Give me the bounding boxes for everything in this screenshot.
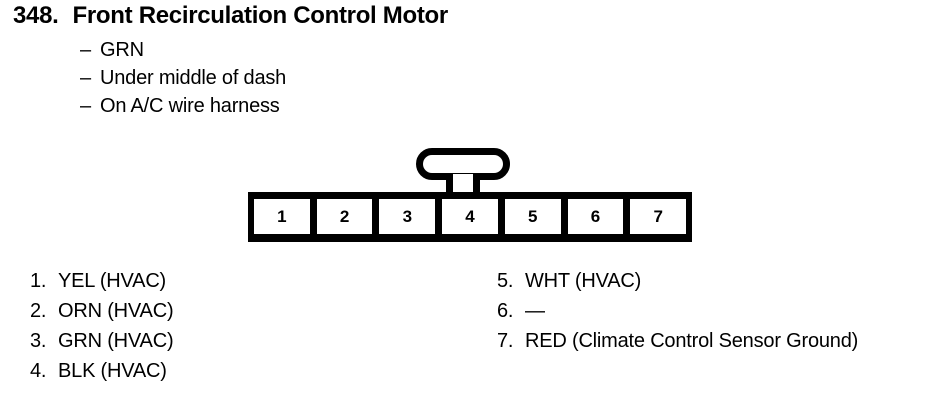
note-text: Under middle of dash bbox=[100, 67, 287, 89]
list-item: –On A/C wire harness bbox=[80, 92, 286, 120]
pin-number: 7. bbox=[497, 330, 514, 352]
connector-body: 1 2 3 4 5 6 7 bbox=[248, 192, 692, 242]
pin-number: 3. bbox=[30, 330, 47, 352]
dash-icon: – bbox=[80, 95, 91, 117]
pin-label: — bbox=[525, 300, 545, 322]
pin-label: GRN (HVAC) bbox=[58, 330, 174, 352]
connector-latch-neck-icon bbox=[446, 174, 480, 196]
pin-label: BLK (HVAC) bbox=[58, 360, 167, 382]
pin-label: RED (Climate Control Sensor Ground) bbox=[525, 330, 859, 352]
connector-cavity: 2 bbox=[316, 199, 373, 234]
pin-number: 4. bbox=[30, 360, 47, 382]
pin-number: 6. bbox=[497, 300, 514, 322]
pin-number: 5. bbox=[497, 270, 514, 292]
connector-cavity: 1 bbox=[254, 199, 310, 234]
pin-number: 1. bbox=[30, 270, 47, 292]
pin-legend-left-column: 1. YEL (HVAC) 2. ORN (HVAC) 3. GRN (HVAC) 4… bbox=[30, 266, 174, 386]
pin-legend-row: 6. — bbox=[497, 296, 858, 326]
pin-label: YEL (HVAC) bbox=[58, 270, 167, 292]
pin-legend-row: 7. RED (Climate Control Sensor Ground) bbox=[497, 326, 858, 356]
pin-legend-right-column: 5. WHT (HVAC) 6. — 7. RED (Climate Control … bbox=[497, 266, 858, 356]
list-item: –Under middle of dash bbox=[80, 64, 286, 92]
connector-cavity: 3 bbox=[379, 199, 436, 234]
connector-cavity: 5 bbox=[504, 199, 561, 234]
pin-number: 2. bbox=[30, 300, 47, 322]
connector-diagram: 1 2 3 4 5 6 7 bbox=[246, 148, 694, 244]
pin-label: ORN (HVAC) bbox=[58, 300, 174, 322]
dash-icon: – bbox=[80, 39, 91, 61]
pin-label: WHT (HVAC) bbox=[525, 270, 642, 292]
connector-cavity: 6 bbox=[567, 199, 624, 234]
note-text: On A/C wire harness bbox=[100, 95, 280, 117]
list-item: –GRN bbox=[80, 36, 286, 64]
pin-legend-row: 2. ORN (HVAC) bbox=[30, 296, 174, 326]
pin-legend-row: 1. YEL (HVAC) bbox=[30, 266, 173, 296]
connector-cavity: 7 bbox=[630, 199, 687, 234]
connector-cavity: 4 bbox=[442, 199, 498, 234]
item-number: 348. bbox=[13, 2, 59, 29]
pin-legend-row: 3. GRN (HVAC) bbox=[30, 326, 174, 356]
pin-legend-row: 4. BLK (HVAC) bbox=[30, 356, 173, 386]
component-name: Front Recirculation Control Motor bbox=[72, 2, 449, 29]
pin-legend-row: 5. WHT (HVAC) bbox=[497, 266, 858, 296]
dash-icon: – bbox=[80, 67, 91, 89]
note-text: GRN bbox=[100, 39, 144, 61]
page-title: 348. Front Recirculation Control Motor bbox=[13, 2, 448, 30]
component-notes-list: –GRN –Under middle of dash –On A/C wire … bbox=[80, 36, 286, 120]
